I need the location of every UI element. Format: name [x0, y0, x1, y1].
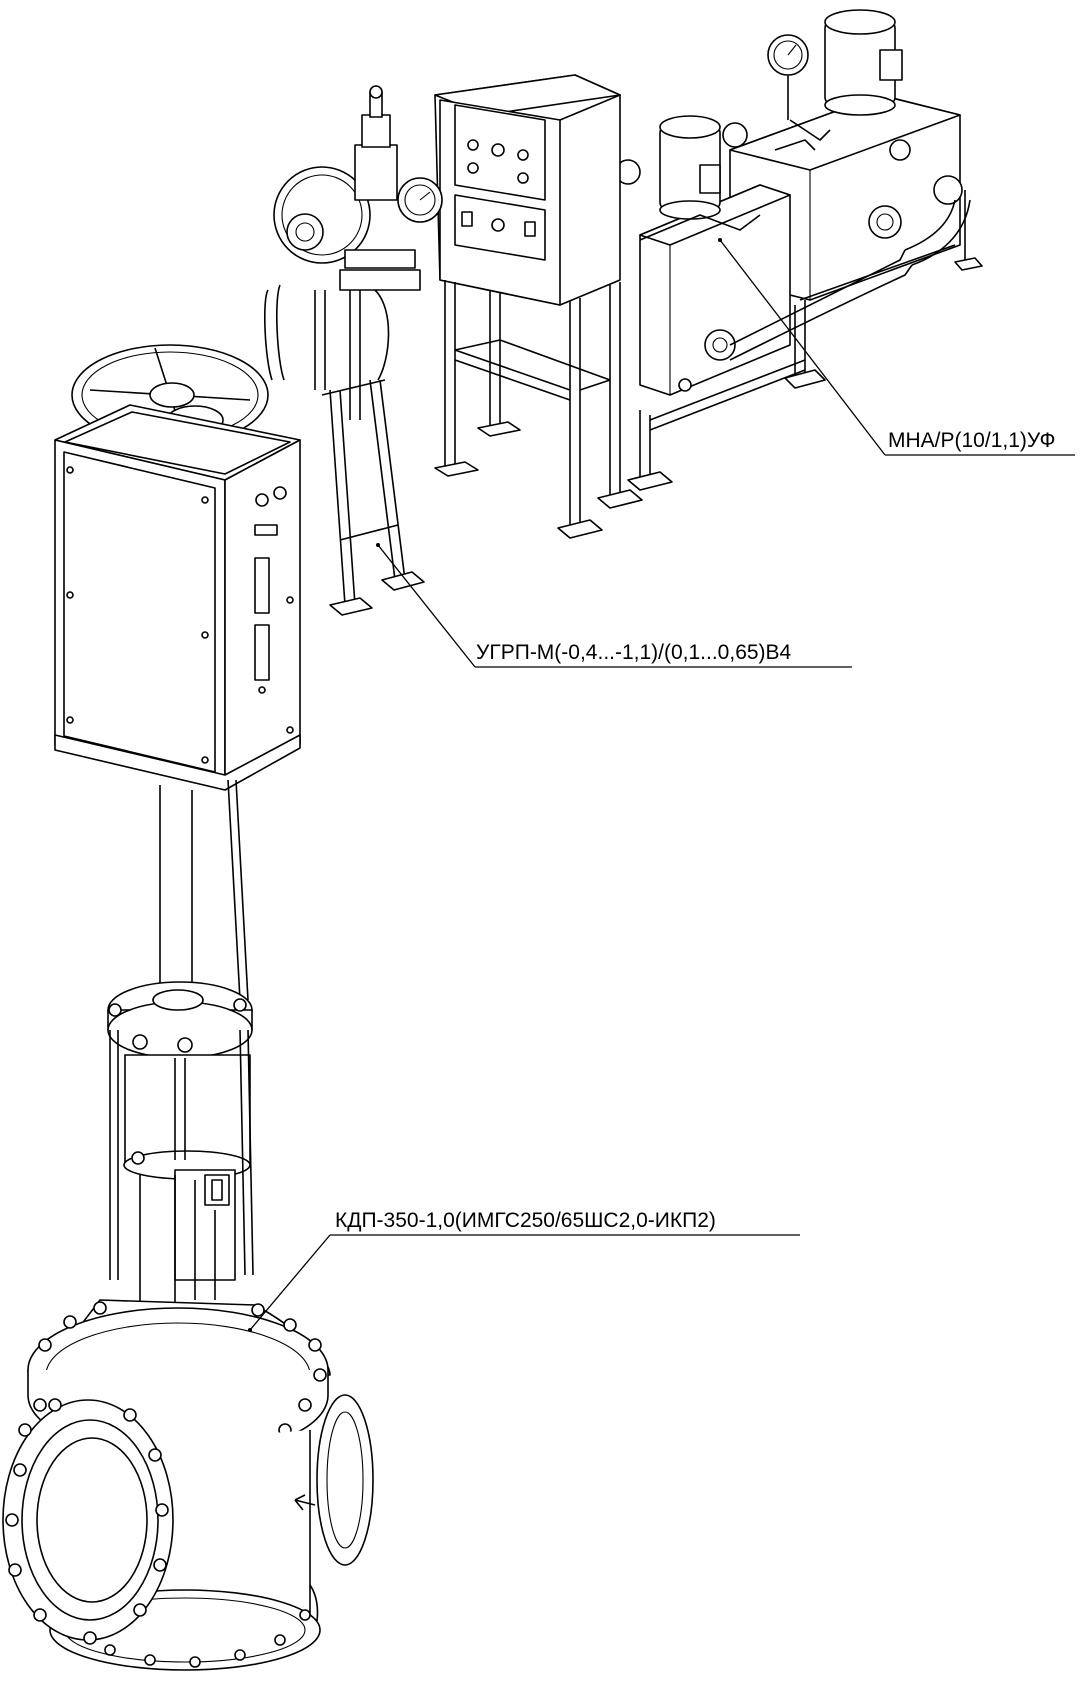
callout-regulator-unit: УГРП-М(-0,4...-1,1)/(0,1...0,65)В4 [476, 641, 792, 664]
valve-body [2, 1299, 374, 1671]
actuator-assembly [54, 344, 301, 791]
pump-unit-assembly [615, 9, 983, 491]
control-cabinet [434, 74, 643, 539]
regulator-unit [264, 85, 443, 616]
callout-valve: КДП-350-1,0(ИМГС250/65ШС2,0-ИКП2) [335, 1209, 716, 1232]
valve-stem [107, 779, 254, 1320]
leader-lines [248, 238, 1075, 1332]
callout-pump-unit: МНА/Р(10/1,1)УФ [888, 429, 1056, 452]
